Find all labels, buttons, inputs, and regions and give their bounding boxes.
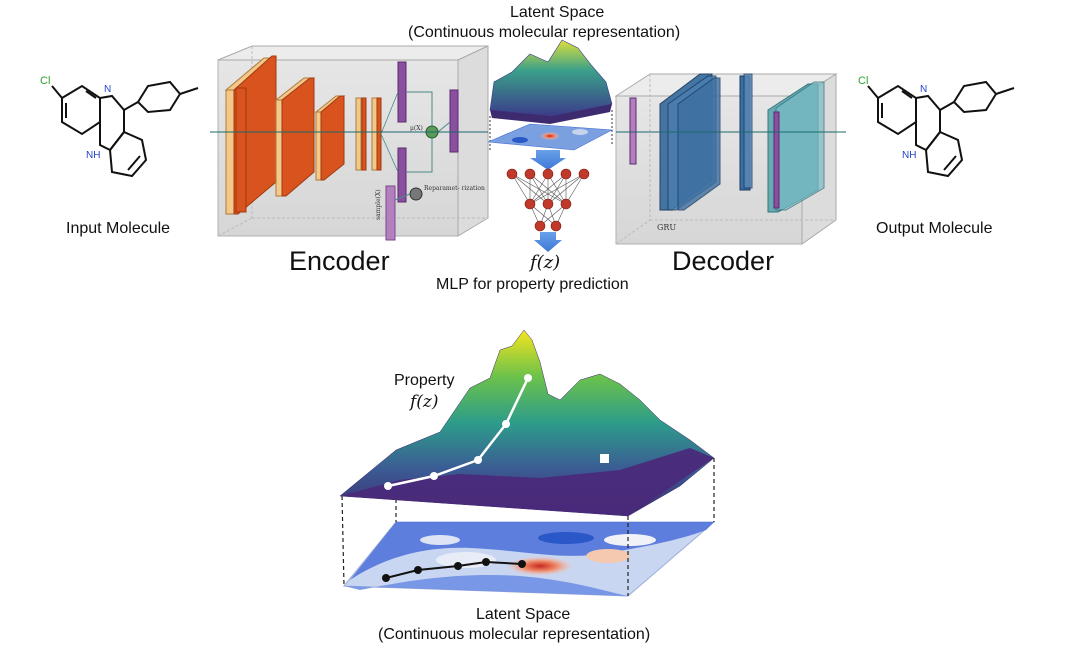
encoder-label: Encoder: [289, 246, 390, 276]
property-fz-label: f(z): [410, 392, 439, 412]
input-cl-label: Cl: [40, 75, 50, 87]
optimization-path-surface: [384, 374, 532, 490]
input-molecule: [51, 80, 199, 178]
input-molecule-label: Input Molecule: [66, 220, 171, 237]
encoder-conv-layers: [224, 55, 382, 215]
decoder-layers: [629, 73, 825, 213]
mlp-input-arrow: [530, 150, 566, 170]
top-latent-subtitle: (Continuous molecular representation): [408, 24, 681, 41]
encoder-mu-text: μ(X): [410, 125, 423, 132]
decoder-label: Decoder: [672, 246, 775, 276]
mlp-nodes: [506, 168, 590, 232]
white-marker: [600, 454, 609, 463]
top-latent-title: Latent Space: [510, 4, 605, 21]
encoder-reparam-text: Reparamet- rization: [424, 185, 485, 192]
output-n-label: N: [920, 84, 927, 95]
optimization-path-plane: [382, 558, 526, 582]
mlp-output-arrow: [534, 232, 562, 252]
mlp-fz-label: f(z): [530, 252, 561, 273]
top-latent-surface: [487, 39, 614, 151]
input-n-label: N: [104, 84, 111, 95]
bottom-latent-title: Latent Space: [476, 606, 571, 623]
encoder-sample-text: sample(X): [375, 189, 382, 220]
input-nh-label: NH: [86, 150, 100, 161]
decoder-gru-text: GRU: [657, 223, 676, 232]
bottom-contour-plane: [342, 521, 716, 597]
output-molecule: [867, 80, 1015, 178]
bottom-property-surface: [339, 329, 715, 517]
property-label: Property: [394, 372, 455, 389]
output-nh-label: NH: [902, 150, 916, 161]
bottom-latent-subtitle: (Continuous molecular representation): [378, 626, 651, 643]
output-cl-label: Cl: [858, 75, 868, 87]
mlp-label: MLP for property prediction: [436, 276, 629, 293]
output-molecule-label: Output Molecule: [876, 220, 993, 237]
